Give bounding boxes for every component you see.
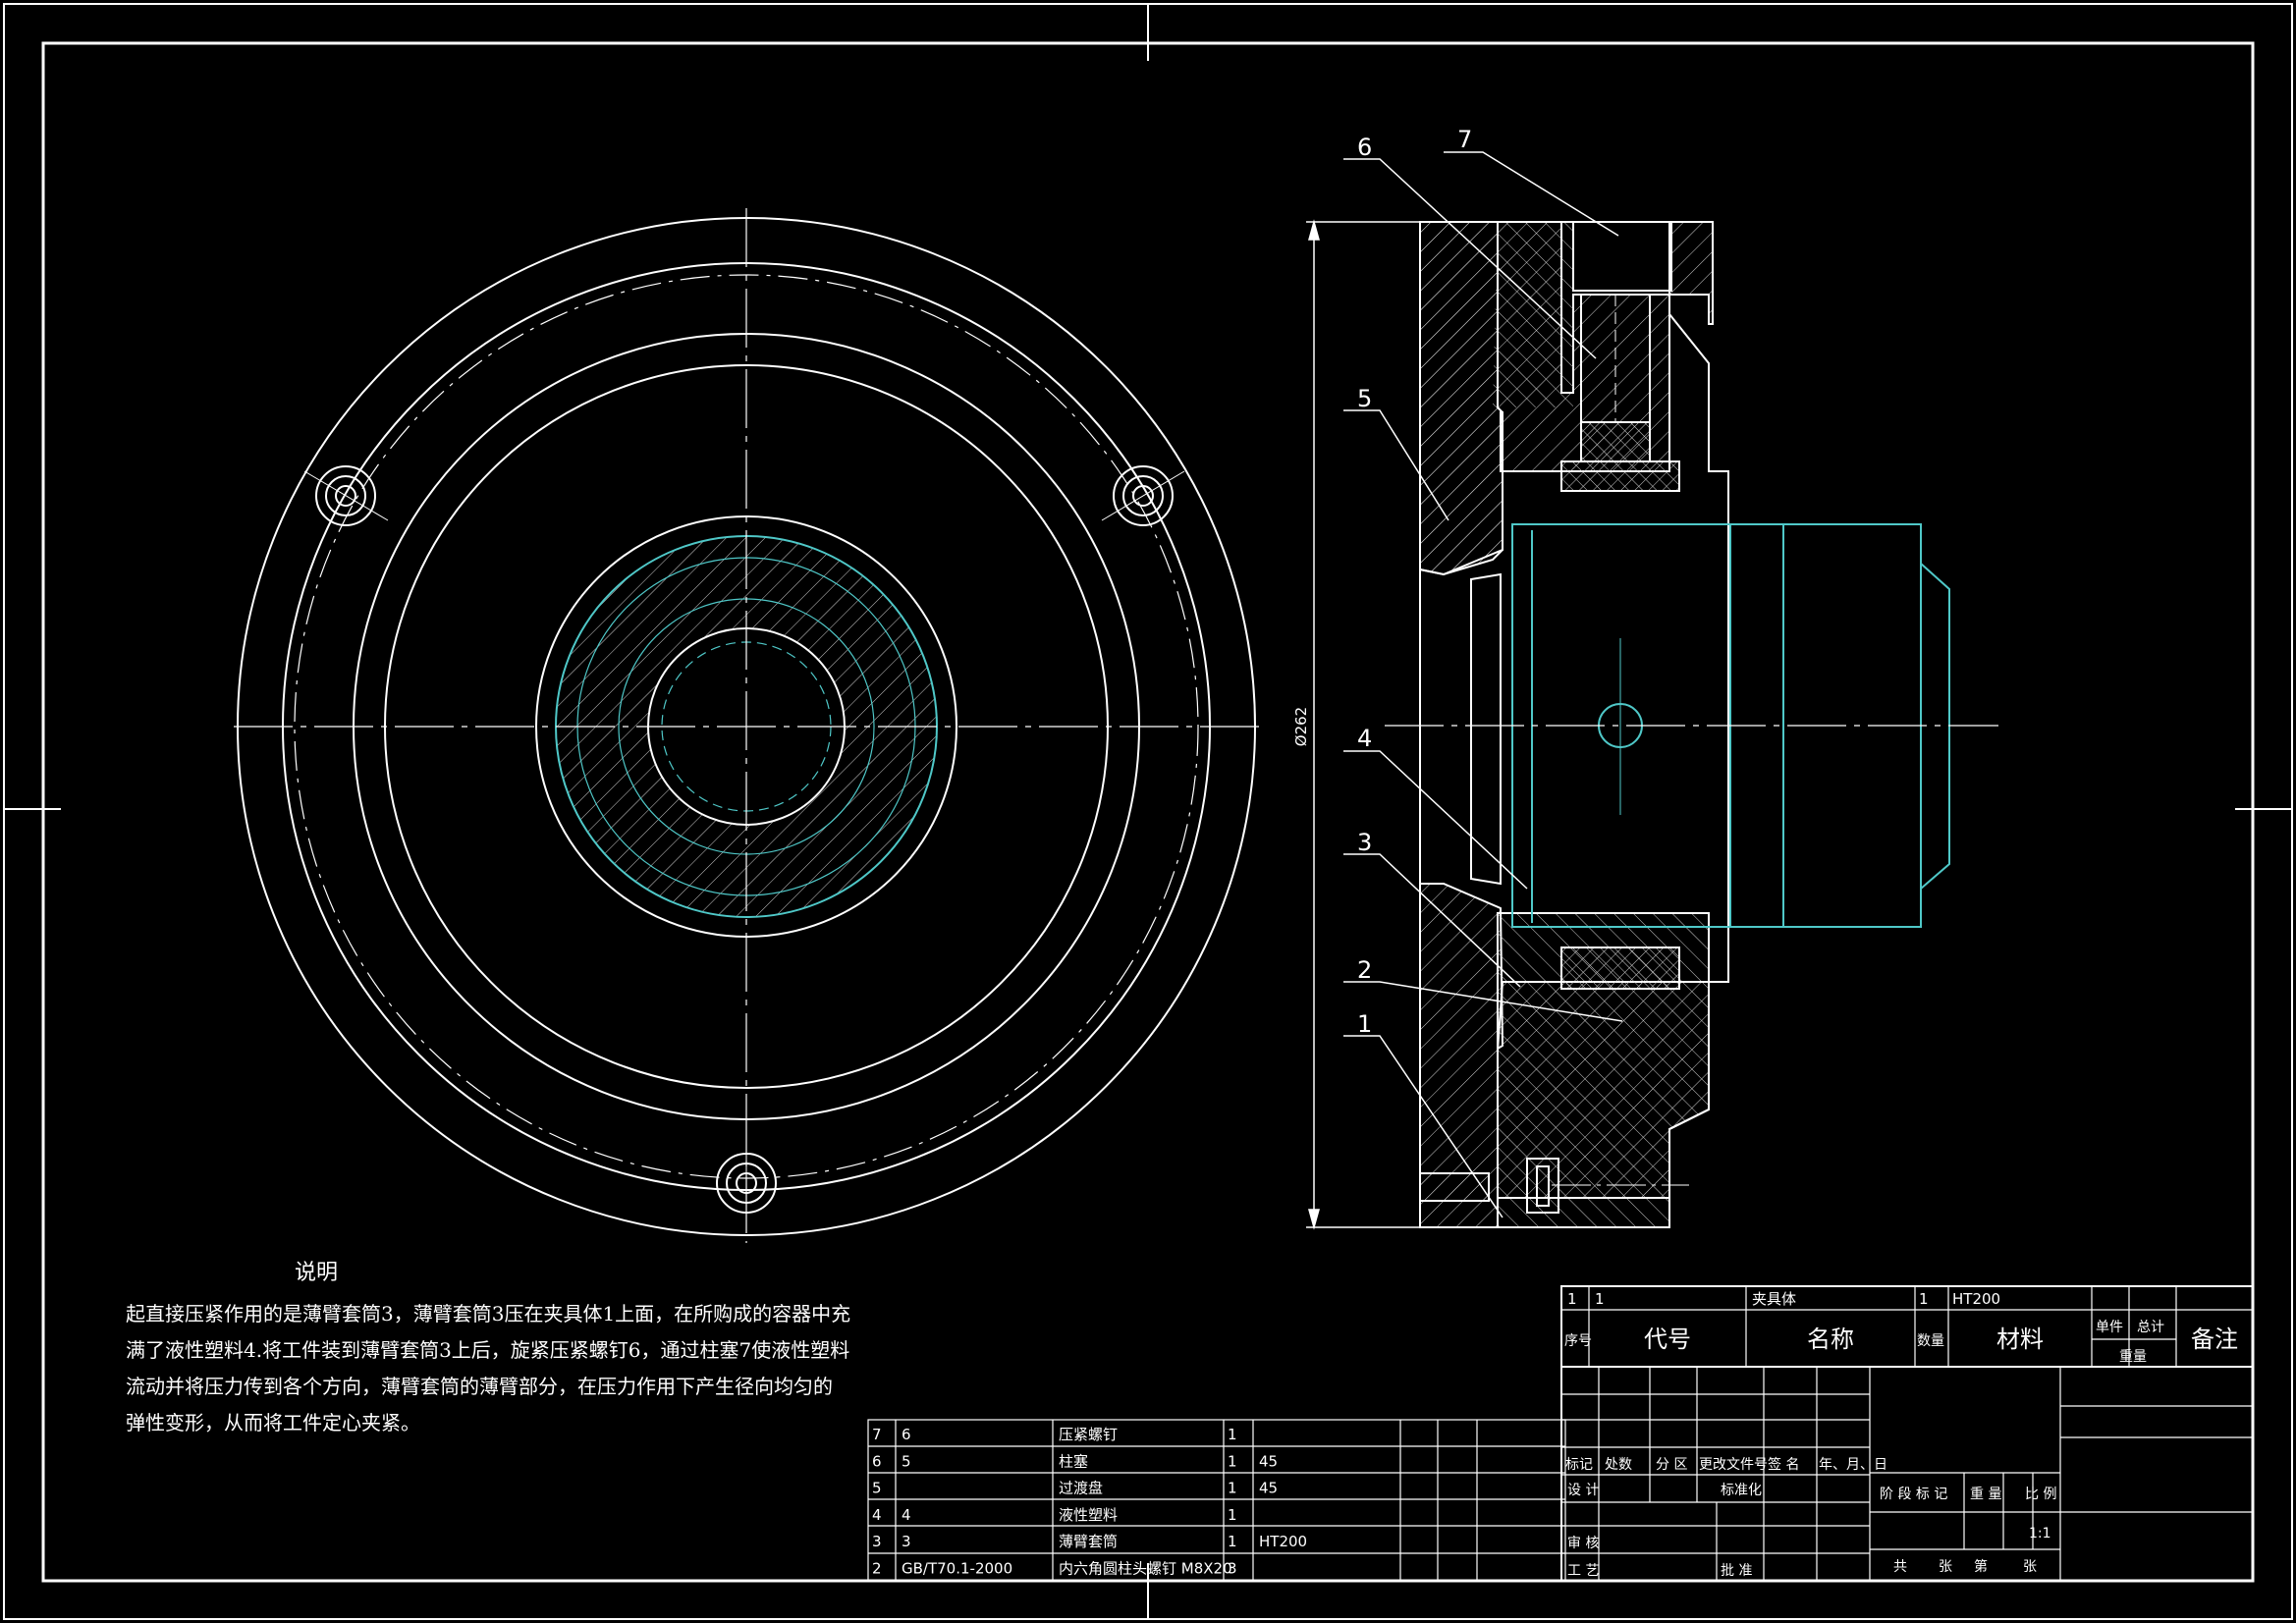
parts-row-4-code: 4 [902, 1506, 911, 1524]
parts-row-3-material: HT200 [1259, 1533, 1307, 1550]
parts-row-3-code: 3 [902, 1533, 911, 1550]
section-view [1385, 221, 1998, 1228]
hdr-material: 材料 [1996, 1325, 2044, 1353]
balloon-7: 7 [1457, 126, 1472, 153]
hdr-seq: 序号 [1564, 1333, 1592, 1349]
hdr-qty: 数量 [1917, 1333, 1944, 1349]
notes-line-3: 流动并将压力传到各个方向，薄臂套筒的薄臂部分，在压力作用下产生径向均匀的 [126, 1375, 833, 1398]
balloon-6: 6 [1357, 134, 1372, 161]
tb-nth: 第 [1974, 1558, 1988, 1575]
front-view [234, 208, 1261, 1243]
hdr-remark: 备注 [2191, 1325, 2238, 1353]
parts-row-7-seq: 7 [872, 1426, 882, 1443]
parts-row-7-name: 压紧螺钉 [1059, 1426, 1118, 1443]
balloon-3: 3 [1357, 829, 1372, 856]
tb-ratio: 比 例 [2025, 1487, 2056, 1502]
parts-row-6-name: 柱塞 [1059, 1452, 1088, 1470]
dimension-diameter [1306, 219, 1420, 1230]
tb-weight: 重 量 [1970, 1487, 2001, 1502]
tb-sheet-unit: 张 [1939, 1559, 1952, 1575]
notes-line-1: 起直接压紧作用的是薄臂套筒3，薄臂套筒3压在夹具体1上面，在所购成的容器中充 [126, 1302, 851, 1325]
bom1-seq: 1 [1567, 1290, 1577, 1308]
tb-zone: 分 区 [1656, 1457, 1687, 1473]
parts-row-5-seq: 5 [872, 1480, 882, 1497]
parts-row-4-seq: 4 [872, 1506, 882, 1524]
leaders [1343, 151, 1623, 1218]
tb-sign: 签 名 [1768, 1456, 1799, 1473]
tb-design: 设 计 [1567, 1483, 1599, 1498]
tb-doc: 更改文件号 [1699, 1457, 1768, 1473]
parts-row-4-name: 液性塑料 [1059, 1506, 1118, 1524]
tb-sheets: 共 [1893, 1559, 1907, 1575]
balloon-2: 2 [1357, 956, 1372, 984]
bom1-name: 夹具体 [1752, 1290, 1796, 1308]
parts-row-6-material: 45 [1259, 1452, 1278, 1470]
bolt-hole-top-right [1101, 465, 1185, 526]
hdr-code: 代号 [1644, 1325, 1691, 1353]
tb-craft: 工 艺 [1567, 1563, 1599, 1579]
hdr-total: 总计 [2137, 1320, 2164, 1335]
parts-row-3-name: 薄臂套筒 [1059, 1533, 1118, 1550]
parts-row-5-name: 过渡盘 [1059, 1480, 1103, 1497]
parts-row-2-seq: 2 [872, 1560, 882, 1578]
balloon-1: 1 [1357, 1010, 1372, 1038]
tb-scale: 1:1 [2029, 1526, 2051, 1542]
parts-row-2-name: 内六角圆柱头螺钉 M8X20 [1059, 1560, 1232, 1578]
notes-line-4: 弹性变形，从而将工件定心夹紧。 [126, 1411, 420, 1434]
dimension-diameter-label: Ø262 [1292, 707, 1310, 746]
parts-row-3-seq: 3 [872, 1533, 882, 1550]
parts-row-4-qty: 1 [1228, 1506, 1237, 1524]
notes: 说明 起直接压紧作用的是薄臂套筒3，薄臂套筒3压在夹具体1上面，在所购成的容器中… [126, 1255, 851, 1441]
tb-approve: 批 准 [1721, 1563, 1752, 1579]
parts-row-5-material: 45 [1259, 1480, 1278, 1497]
tb-standard: 标准化 [1721, 1483, 1762, 1498]
bolt-hole-bottom [716, 1139, 777, 1227]
tb-stage: 阶 段 标 记 [1880, 1487, 1947, 1502]
tb-review: 审 核 [1567, 1536, 1599, 1551]
tb-date: 年、月、日 [1819, 1457, 1887, 1473]
parts-row-5-qty: 1 [1228, 1480, 1237, 1497]
parts-row-7-code: 6 [902, 1426, 911, 1443]
hdr-name: 名称 [1807, 1325, 1854, 1353]
title-block-grid [1560, 1285, 2254, 1582]
bom1-qty: 1 [1919, 1290, 1929, 1308]
parts-table-grid [867, 1419, 1566, 1582]
tb-count: 处数 [1605, 1457, 1632, 1473]
parts-row-7-qty: 1 [1228, 1426, 1237, 1443]
hdr-unit: 单件 [2096, 1320, 2123, 1335]
notes-line-2: 满了液性塑料4.将工件装到薄臂套筒3上后，旋紧压紧螺钉6，通过柱塞7使液性塑料 [126, 1338, 850, 1362]
parts-row-6-code: 5 [902, 1452, 911, 1470]
tb-nth-unit: 张 [2023, 1559, 2037, 1575]
bom1-code: 1 [1595, 1290, 1605, 1308]
parts-row-2-qty: 3 [1228, 1560, 1237, 1578]
parts-row-3-qty: 1 [1228, 1533, 1237, 1550]
parts-row-6-qty: 1 [1228, 1452, 1237, 1470]
parts-row-2-code: GB/T70.1-2000 [902, 1560, 1012, 1578]
parts-row-6-seq: 6 [872, 1452, 882, 1470]
hdr-weight: 重量 [2119, 1349, 2147, 1365]
balloon-5: 5 [1357, 385, 1372, 412]
balloon-4: 4 [1357, 725, 1372, 752]
bolt-hole-top-left [303, 465, 389, 526]
bom1-material: HT200 [1952, 1290, 2000, 1308]
tb-mark: 标记 [1565, 1457, 1593, 1473]
notes-title: 说明 [295, 1261, 339, 1285]
